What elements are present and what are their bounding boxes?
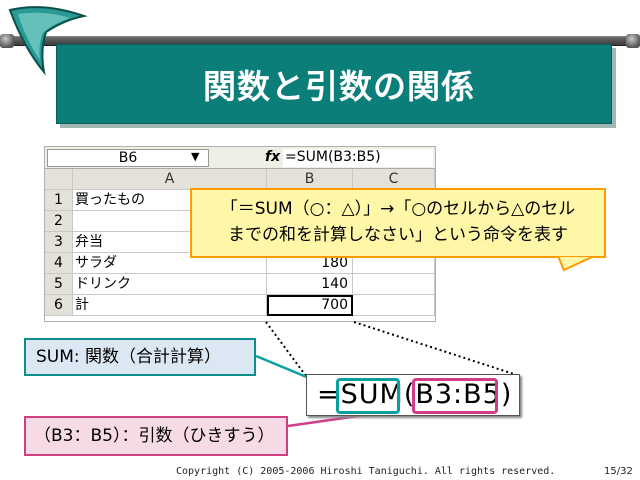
page-title: 関数と引数の関係 (203, 67, 475, 106)
argument-label: （B3：B5）：引数（ひきすう） (24, 416, 288, 456)
row-header[interactable]: 6 (45, 295, 73, 316)
argument-highlight (412, 378, 498, 414)
row-header[interactable]: 2 (45, 211, 73, 232)
sum-function-label: SUM: 関数（合計計算） (24, 338, 256, 376)
column-header-row: A B C (45, 169, 435, 190)
row-header[interactable]: 5 (45, 274, 73, 295)
formula-bar: B6 ▼ fx =SUM(B3:B5) (45, 147, 435, 169)
callout-line-1: 「＝SUM（○：△）」→「○のセルから△のセル (220, 199, 576, 219)
row-header[interactable]: 3 (45, 232, 73, 253)
rail-end-left (0, 34, 14, 48)
callout-tail-icon (556, 256, 595, 272)
col-header-c[interactable]: C (353, 169, 435, 190)
cell-b6-selected[interactable]: 700 (267, 295, 353, 316)
row-header[interactable]: 1 (45, 190, 73, 211)
sum-highlight (336, 378, 400, 414)
cell-b5[interactable]: 140 (267, 274, 353, 295)
cell-b4[interactable]: 180 (267, 253, 353, 274)
spreadsheet: B6 ▼ fx =SUM(B3:B5) A B C 1 買ったもの 2 3 弁当 (44, 146, 436, 322)
cell-a5[interactable]: ドリンク (73, 274, 267, 295)
title-banner: 関数と引数の関係 (56, 44, 612, 124)
cell-a4[interactable]: サラダ (73, 253, 267, 274)
name-box[interactable]: B6 (47, 149, 209, 167)
cell-c5[interactable] (353, 274, 435, 295)
table-row: 4 サラダ 180 (45, 253, 435, 274)
cell-c4[interactable] (353, 253, 435, 274)
table-row: 6 計 700 (45, 295, 435, 316)
boomerang-logo-icon (8, 6, 88, 76)
name-box-dropdown-icon[interactable]: ▼ (191, 150, 200, 163)
function-icon[interactable]: fx (265, 149, 281, 165)
cell-a6[interactable]: 計 (73, 295, 267, 316)
formula-input[interactable]: =SUM(B3:B5) (283, 149, 433, 167)
cell-c6[interactable] (353, 295, 435, 316)
table-row: 5 ドリンク 140 (45, 274, 435, 295)
page-number: 15/32 (604, 466, 633, 477)
row-header[interactable]: 4 (45, 253, 73, 274)
col-header-a[interactable]: A (73, 169, 267, 190)
copyright-footer: Copyright (C) 2005-2006 Hiroshi Taniguch… (176, 466, 556, 477)
rail-end-right (626, 34, 640, 48)
corner-cell[interactable] (45, 169, 73, 190)
col-header-b[interactable]: B (267, 169, 353, 190)
explanation-callout: 「＝SUM（○：△）」→「○のセルから△のセル までの和を計算しなさい」という命… (190, 188, 606, 258)
callout-line-2: までの和を計算しなさい」という命令を表す (228, 225, 568, 245)
